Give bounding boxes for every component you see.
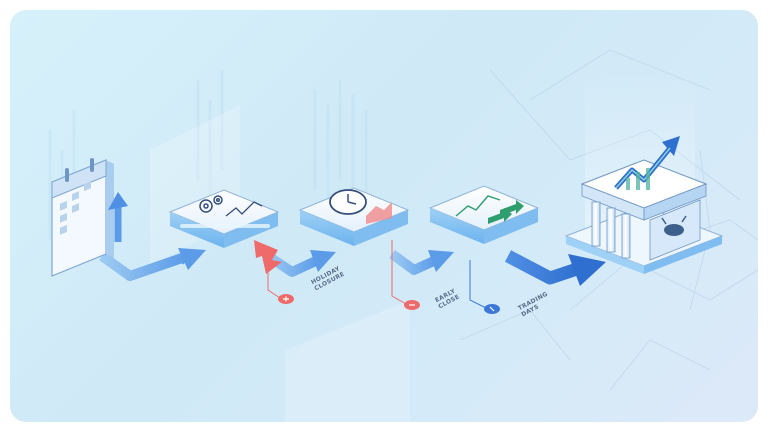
clock-icon	[329, 189, 367, 215]
process-step-clock	[298, 187, 410, 246]
gears-icon	[199, 195, 223, 213]
branch-holiday-closure	[254, 240, 294, 304]
exchange-trend-arrow	[614, 136, 680, 190]
exchange-building-icon	[564, 136, 724, 274]
flow-arrows	[99, 248, 606, 286]
trend-chart-icon	[455, 195, 524, 224]
clock-red-chart	[366, 202, 392, 224]
workflow-diagram	[48, 49, 758, 422]
gears-trend-line	[225, 201, 263, 217]
calendar-icon	[51, 158, 128, 277]
bull-icon	[661, 215, 687, 236]
branch-early-close	[391, 240, 420, 310]
process-step-chart	[428, 185, 540, 244]
glass-panel-bottom	[285, 300, 410, 422]
branch-trading-days	[469, 260, 500, 314]
diagram-canvas: HOLIDAY CLOSURE EARLY CLOSE TRADING DAYS	[10, 10, 758, 422]
process-step-gears	[168, 189, 280, 248]
background-candlesticks	[48, 70, 368, 250]
